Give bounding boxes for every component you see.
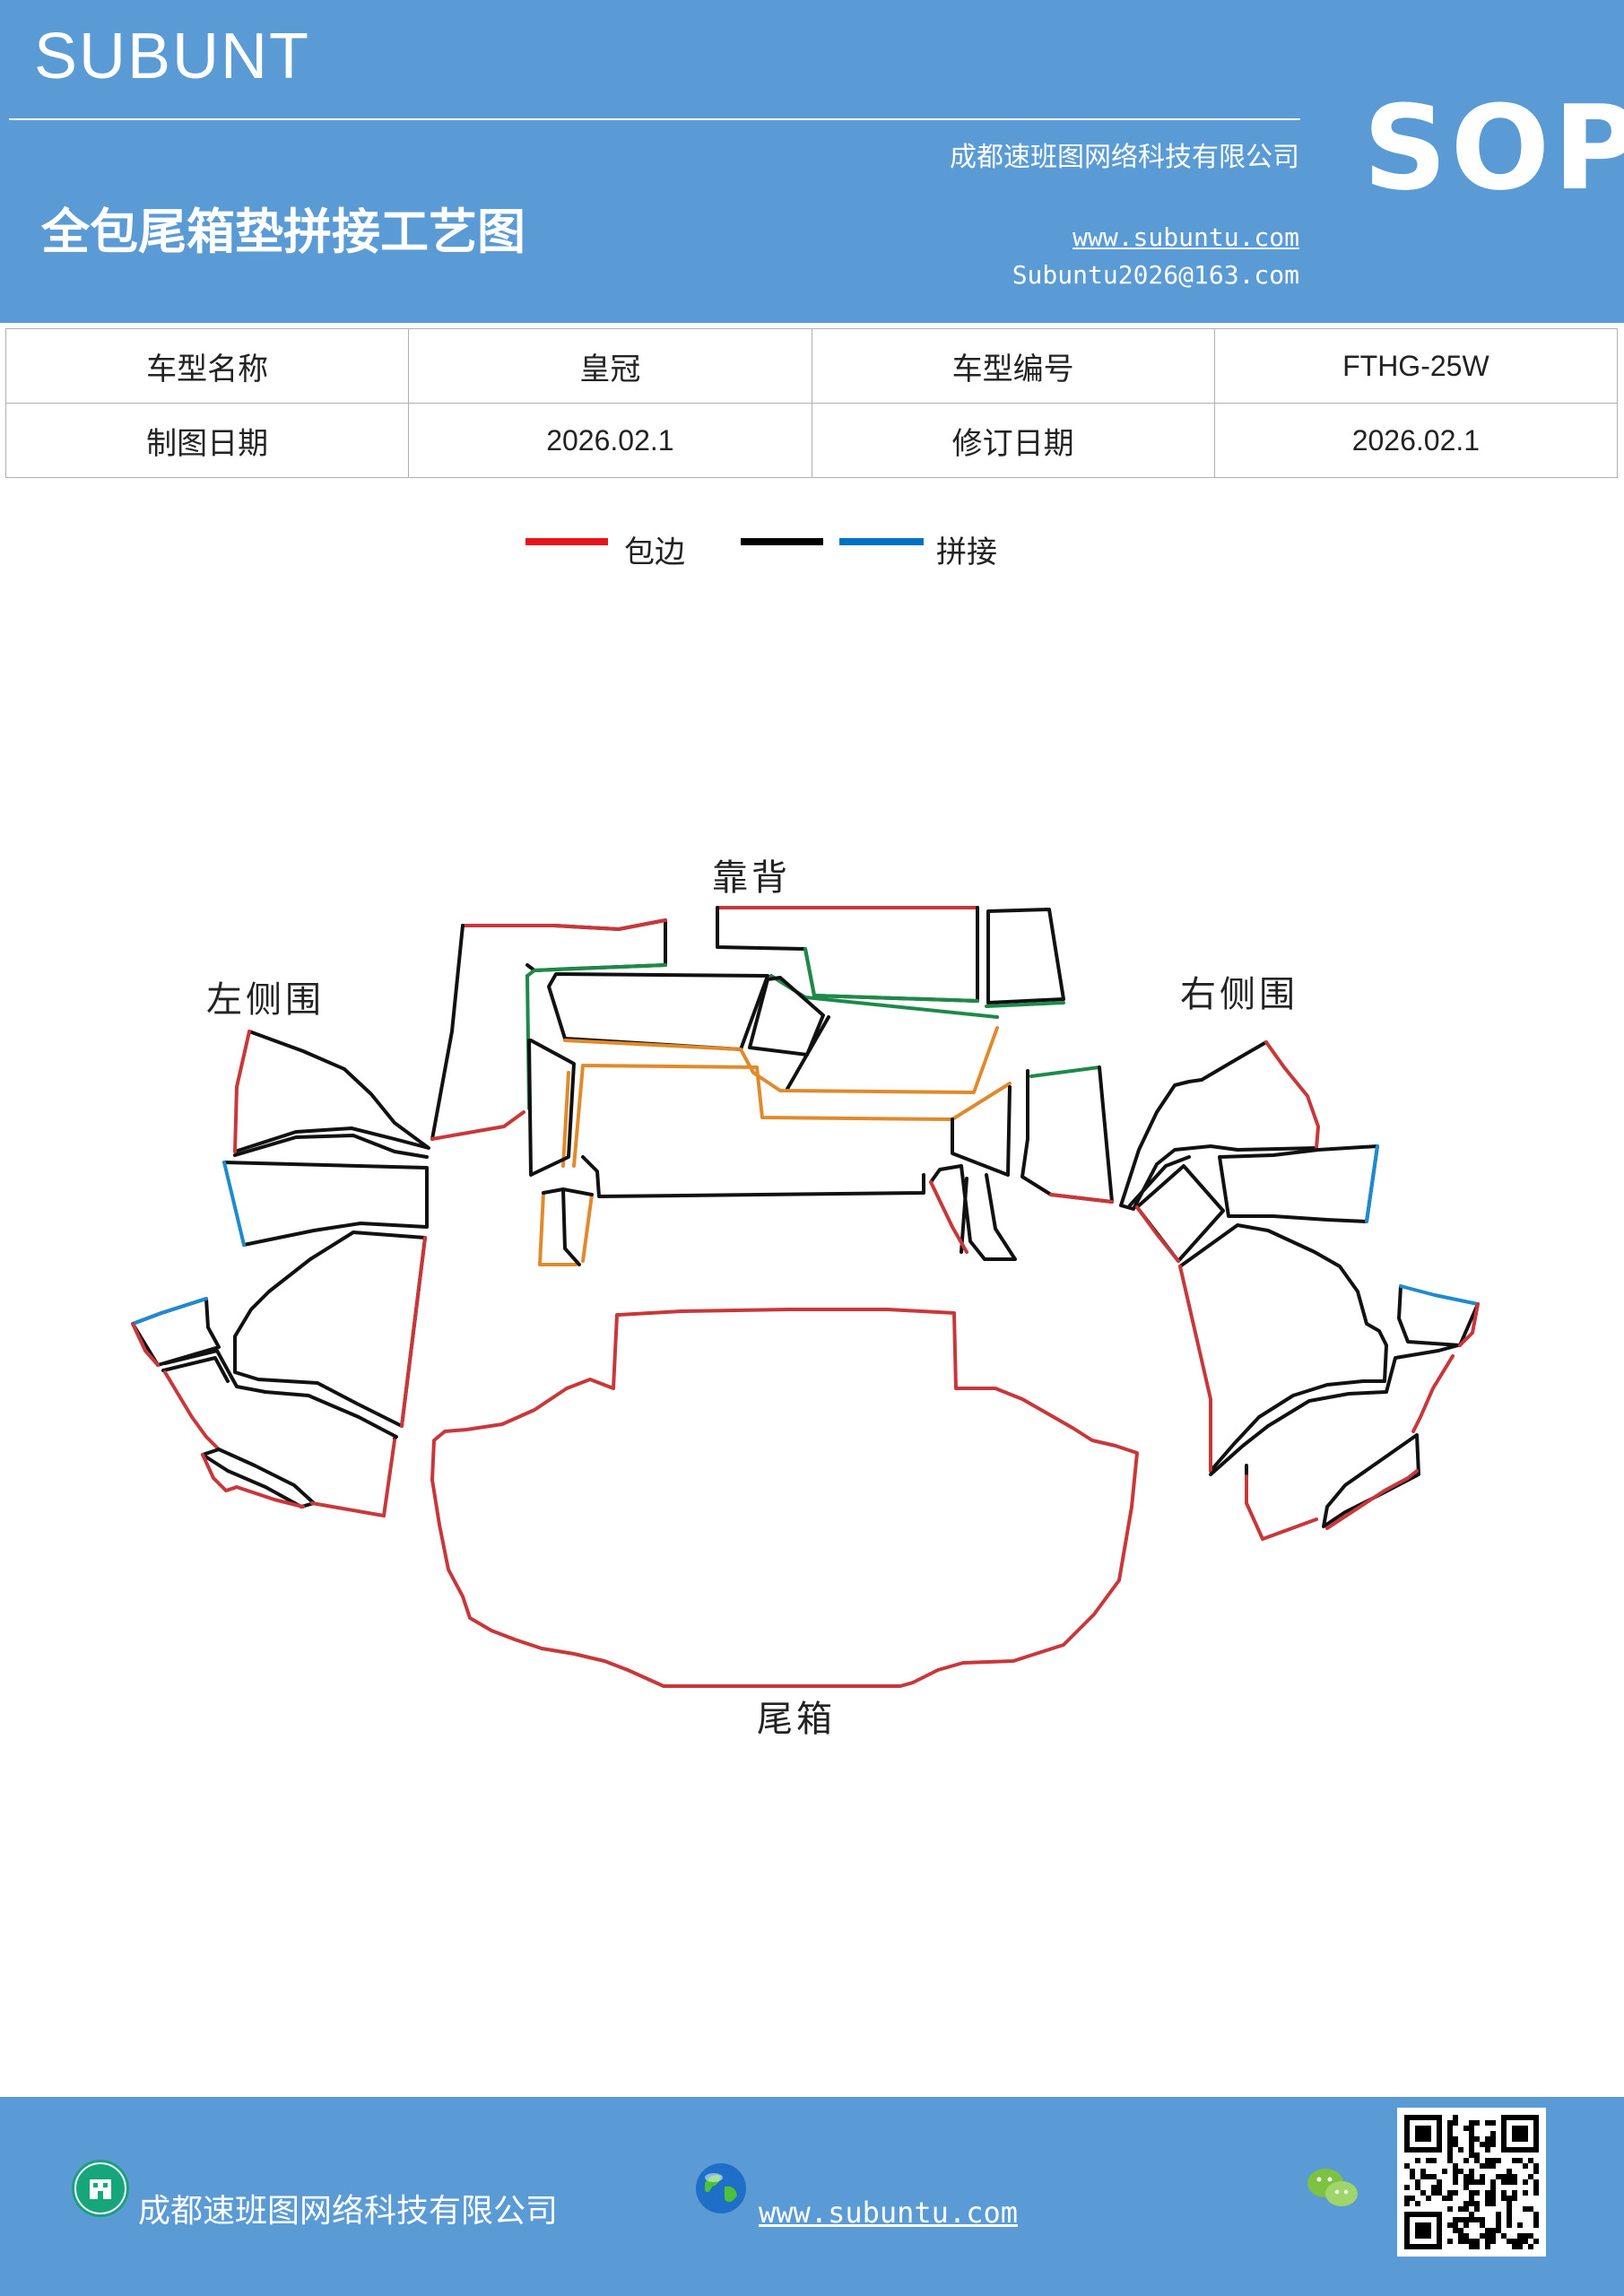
table-value: FTHG-25W: [1213, 328, 1619, 404]
center-lower-left: [527, 1039, 925, 1198]
lower-right-edge: [929, 1180, 968, 1254]
center-upper-panel: [547, 972, 769, 1051]
table-label: 车型名称: [4, 328, 410, 404]
right-top-piece: [1119, 1040, 1318, 1211]
left-lower-strip-2: [161, 1356, 230, 1383]
globe-icon: [692, 2160, 750, 2217]
trunk-floor-outline: [430, 1308, 1139, 1688]
legend: 包边 拼接: [0, 520, 1624, 574]
center-diagonal-piece-1: [748, 976, 825, 1057]
legend-label-splice: 拼接: [936, 535, 997, 570]
right-large-piece: [1178, 1223, 1388, 1473]
label-left-side: 左侧围: [206, 979, 325, 1021]
table-value: 2026.02.1: [1213, 403, 1619, 478]
table-row: 车型名称 皇冠 车型编号 FTHG-25W: [4, 328, 1619, 404]
header-band: SUBUNT 成都速班图网络科技有限公司 SOP 全包尾箱垫拼接工艺图 www.…: [0, 0, 1624, 323]
header-website-link[interactable]: www.subuntu.com: [1073, 222, 1299, 252]
left-middle-piece: [222, 1161, 429, 1247]
header-company: 成都速班图网络科技有限公司: [950, 142, 1299, 173]
legend-label-edge: 包边: [624, 535, 685, 570]
left-side-group: [131, 1030, 430, 1518]
footer-website-link[interactable]: www.subuntu.com: [759, 2196, 1018, 2230]
table-row: 制图日期 2026.02.1 修订日期 2026.02.1: [4, 403, 1619, 478]
right-middle-splice: [1365, 1144, 1379, 1223]
label-right-side: 右侧围: [1180, 974, 1298, 1015]
building-icon: [72, 2160, 129, 2217]
table-value: 皇冠: [408, 328, 812, 404]
lower-left-black-legs: [542, 1187, 594, 1266]
header-email[interactable]: Subuntu2026@163.com: [1012, 260, 1299, 290]
left-connector-edge: [430, 1110, 525, 1141]
left-small-splice: [131, 1297, 208, 1326]
vehicle-info-table: 车型名称 皇冠 车型编号 FTHG-25W 制图日期 2026.02.1 修订日…: [4, 328, 1619, 478]
wechat-icon: [1302, 2161, 1365, 2215]
left-middle-splice: [222, 1161, 246, 1247]
left-large-edge: [400, 1236, 427, 1428]
right-small-edge: [1411, 1302, 1480, 1433]
brand-name: SUBUNT: [34, 21, 311, 92]
left-small-edge: [131, 1322, 160, 1367]
lower-left-orange-legs: [538, 1191, 594, 1266]
right-side-group: [1119, 1040, 1480, 1541]
legend-swatch-edge: [525, 538, 608, 545]
right-tall-edge: [1049, 1193, 1114, 1204]
backrest-upper-left-edge: [461, 918, 667, 931]
right-large-edge: [1178, 1265, 1212, 1473]
label-backrest: 靠背: [712, 857, 791, 899]
right-middle-piece: [1218, 1144, 1379, 1223]
sop-badge: SOP: [1363, 80, 1624, 216]
label-trunk: 尾箱: [757, 1699, 836, 1740]
left-top-piece: [233, 1030, 430, 1153]
left-lower-edge: [163, 1370, 221, 1451]
center-orange-frame: [561, 1026, 1012, 1168]
center-diagonal-piece-2: [786, 1015, 830, 1091]
left-pillar: [430, 924, 465, 1141]
left-large-piece: [233, 1231, 427, 1428]
qr-code-icon[interactable]: [1397, 2108, 1546, 2257]
backrest-panel-outline: [716, 906, 979, 1003]
right-bottom-edge: [1245, 1469, 1419, 1541]
table-label: 车型编号: [811, 328, 1215, 404]
table-label: 修订日期: [811, 403, 1215, 478]
left-top-edge: [233, 1030, 251, 1153]
trunk-mat-diagram: [131, 906, 1480, 1688]
footer-band: 成都速班图网络科技有限公司 www.subuntu.com: [0, 2097, 1624, 2296]
table-label: 制图日期: [4, 403, 410, 478]
right-bottom-piece: [1245, 1433, 1420, 1528]
right-top-edge: [1264, 1040, 1320, 1150]
left-top-divider: [233, 1134, 429, 1159]
right-lower-strip: [1209, 1344, 1460, 1476]
footer-company: 成都速班图网络科技有限公司: [138, 2193, 559, 2230]
backrest-right-piece: [986, 908, 1065, 1004]
right-tall-piece: [1020, 1065, 1114, 1204]
legend-swatch-splice: [839, 538, 924, 545]
backrest-green-seam: [803, 947, 1065, 1008]
document-title: 全包尾箱垫拼接工艺图: [41, 203, 525, 260]
right-small-top: [1397, 1284, 1480, 1347]
left-bottom-edge: [201, 1439, 396, 1518]
lower-right-cluster: [929, 1085, 1017, 1261]
backrest-group: [430, 906, 1114, 1266]
table-value: 2026.02.1: [408, 403, 812, 478]
left-lower-strip: [163, 1349, 398, 1440]
left-bottom-piece: [201, 1448, 316, 1509]
right-small-splice: [1399, 1284, 1480, 1306]
header-divider: [9, 118, 1300, 120]
right-diamond-edge: [1135, 1205, 1180, 1263]
legend-swatch-black: [741, 538, 823, 545]
